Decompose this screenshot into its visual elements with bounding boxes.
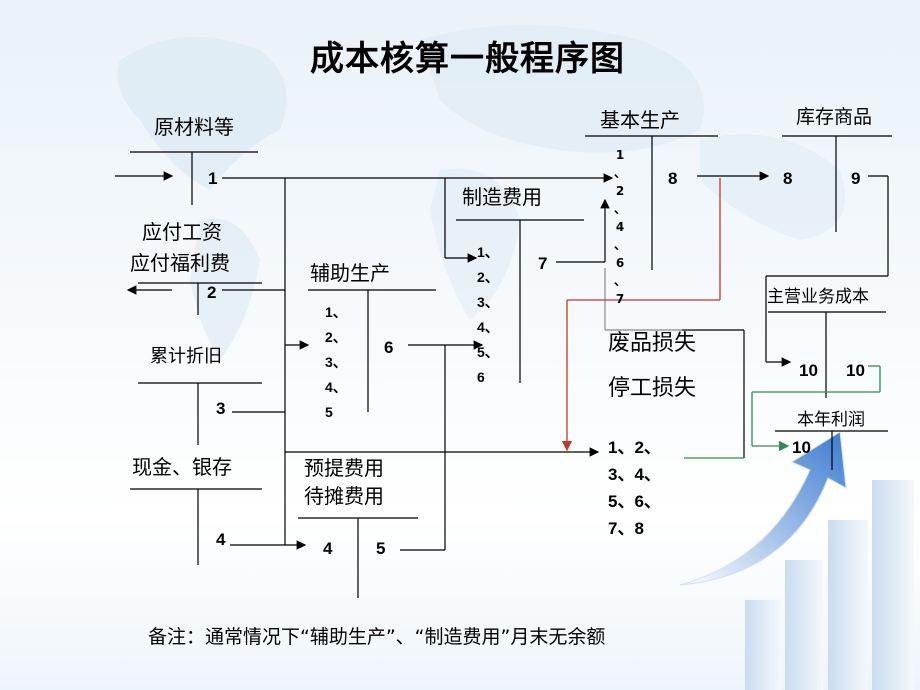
basic-debit-item: 2 [615,184,625,198]
auxiliary-debit-list: 1、 2、 3、 4、 5 [325,300,347,425]
profit-label: 本年利润 [797,410,865,430]
overhead-debit-item: 3、 [477,294,499,310]
losses-label-2: 停工损失 [608,376,697,401]
inventory-debit: 8 [783,169,793,188]
basic-debit-item: 、 [613,274,626,288]
basic-debit-item: 7 [615,292,625,306]
raw-materials-label: 原材料等 [154,115,234,139]
losses-debit-item: 5、6、 [608,492,661,511]
wages-label-2: 应付福利费 [130,251,230,275]
diagram-title: 成本核算一般程序图 [310,39,625,79]
prepaid-debit: 4 [323,539,333,558]
wages-label-1: 应付工资 [142,220,222,244]
overhead-debit-item: 5、 [477,344,499,360]
prepaid-label-1: 预提费用 [304,456,384,480]
overhead-debit-item: 6 [477,369,485,385]
cash-bank-credit: 4 [216,530,226,549]
profit-debit: 10 [792,438,811,457]
overhead-credit: 7 [538,254,548,273]
inventory-credit: 9 [851,169,861,188]
footnote: 备注：通常情况下“辅助生产”、“制造费用”月末无余额 [148,626,606,648]
basic-production-label: 基本生产 [600,108,680,132]
losses-debit-item: 1、2、 [608,438,661,457]
basic-debit-item: 4 [615,220,625,234]
auxiliary-credit: 6 [384,338,394,357]
basic-debit-item: 1 [615,148,625,162]
basic-debit-item: 、 [613,202,626,216]
overhead-label: 制造费用 [462,185,542,209]
auxiliary-debit-item: 2、 [325,329,347,345]
losses-debit-item: 3、4、 [608,465,661,484]
depreciation-credit: 3 [216,399,226,418]
losses-debit-list: 1、2、 3、4、 5、6、 7、8 [608,434,661,542]
basic-production-debit-list: 1 、 2 、 4 、 6 、 7 [613,146,627,308]
raw-materials-credit: 1 [208,169,218,188]
overhead-debit-list: 1、 2、 3、 4、 5、 6 [477,240,499,390]
auxiliary-label: 辅助生产 [310,261,390,285]
wages-credit: 2 [207,283,217,302]
overhead-debit-item: 4、 [477,319,499,335]
losses-label-1: 废品损失 [608,331,697,356]
basic-production-credit: 8 [668,169,678,188]
auxiliary-debit-item: 3、 [325,354,347,370]
depreciation-label: 累计折旧 [150,346,222,367]
losses-debit-item: 7、8 [608,519,644,538]
cogs-debit: 10 [799,361,818,380]
prepaid-credit: 5 [376,539,386,558]
prepaid-label-2: 待摊费用 [304,484,384,508]
basic-debit-item: 、 [613,166,626,180]
cash-bank-label: 现金、银存 [132,455,232,479]
auxiliary-debit-item: 5 [325,404,333,420]
basic-debit-item: 、 [613,238,626,252]
auxiliary-debit-item: 4、 [325,379,347,395]
overhead-debit-item: 1、 [477,244,499,260]
auxiliary-debit-item: 1、 [325,304,347,320]
basic-debit-item: 6 [615,256,625,270]
cogs-credit: 10 [846,361,865,380]
overhead-debit-item: 2、 [477,269,499,285]
inventory-label: 库存商品 [796,106,873,128]
cogs-label: 主营业务成本 [767,287,869,307]
